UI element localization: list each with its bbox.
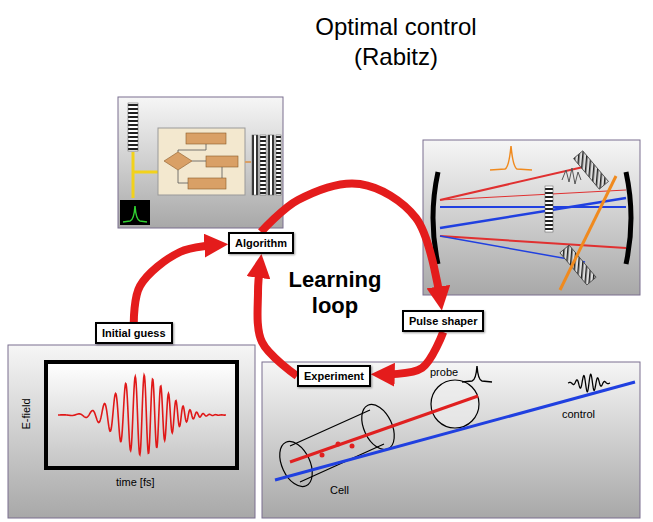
- algorithm-panel-part: [118, 97, 283, 228]
- pulse-shaper-panel-part: [560, 176, 616, 290]
- initial-guess-panel-part: [8, 345, 255, 518]
- field-trace: [58, 375, 226, 454]
- pulse-shaper-panel-part: [626, 172, 631, 264]
- part-label: Cell: [330, 484, 349, 496]
- pulse-shaper-panel-part: [440, 165, 592, 200]
- algorithm-panel-part: [206, 156, 238, 167]
- diagram-title: Optimal control (Rabitz): [296, 12, 496, 72]
- algorithm-panel-part: [268, 135, 274, 195]
- experiment-panel-part: [350, 444, 355, 449]
- box-label: Initial guess: [102, 327, 166, 339]
- box-label: Experiment: [304, 370, 364, 382]
- pulse-shaper-panel-part: [562, 168, 581, 184]
- experiment-panel-part: [262, 362, 640, 518]
- pulse-shaper-panel-part: [423, 140, 640, 295]
- algorithm-panel-part: [120, 200, 150, 225]
- beam-label: control: [562, 408, 595, 420]
- algorithm-panel: [118, 97, 283, 228]
- box-label: Pulse shaper: [409, 315, 477, 327]
- step-box: Pulse shaper: [402, 310, 484, 332]
- pulse-shaper-panel-part: [440, 236, 626, 248]
- experiment-panel-part: [336, 442, 341, 447]
- experiment-panel-part: [462, 366, 492, 382]
- experiment-panel-part: [290, 396, 478, 462]
- step-box: Algorithm: [228, 232, 294, 254]
- loop-caption: Learning loop: [279, 267, 391, 319]
- control-trace: [568, 374, 610, 392]
- pulse-shaper-panel-part: [440, 206, 626, 208]
- algorithm-panel-part: [164, 152, 192, 170]
- algorithm-panel-part: [128, 103, 138, 151]
- algorithm-panel-part: [133, 171, 158, 174]
- pulse-shaper-panel-part: [490, 146, 532, 170]
- axis-label: E-field: [20, 392, 32, 436]
- experiment-panel: [262, 362, 640, 518]
- pulse-shaper-panel-part: [440, 190, 626, 200]
- algorithm-panel-part: [178, 144, 222, 183]
- experiment-panel-part: [320, 453, 325, 458]
- loop-arrow: [134, 245, 218, 322]
- initial-guess-panel-part: [46, 362, 237, 468]
- initial-guess-panel: [8, 345, 255, 518]
- algorithm-panel-part: [186, 133, 226, 144]
- axis-label: time [fs]: [116, 476, 155, 488]
- pulse-shaper-panel-part: [440, 236, 585, 262]
- algorithm-panel-part: [188, 178, 226, 189]
- algorithm-panel-part: [252, 135, 258, 195]
- step-box: Experiment: [297, 365, 371, 387]
- box-label: Algorithm: [235, 237, 287, 249]
- algorithm-panel-part: [123, 206, 147, 222]
- step-box: Initial guess: [95, 322, 173, 344]
- algorithm-panel-part: [260, 135, 266, 195]
- experiment-panel-part: [273, 436, 319, 491]
- algorithm-panel-part: [245, 161, 251, 163]
- control-waveform: [568, 374, 610, 392]
- experiment-panel-part: [275, 382, 635, 480]
- algorithm-panel-part: [158, 128, 245, 195]
- pulse-shaper-panel-part: [545, 186, 553, 232]
- pulse-shaper-panel: [423, 140, 640, 295]
- beam-label: probe: [430, 366, 458, 378]
- algorithm-panel-part: [276, 135, 281, 195]
- pulse-shaper-panel-part: [574, 151, 609, 189]
- electric-field-waveform: [58, 375, 226, 454]
- algorithm-panel-part: [132, 152, 135, 198]
